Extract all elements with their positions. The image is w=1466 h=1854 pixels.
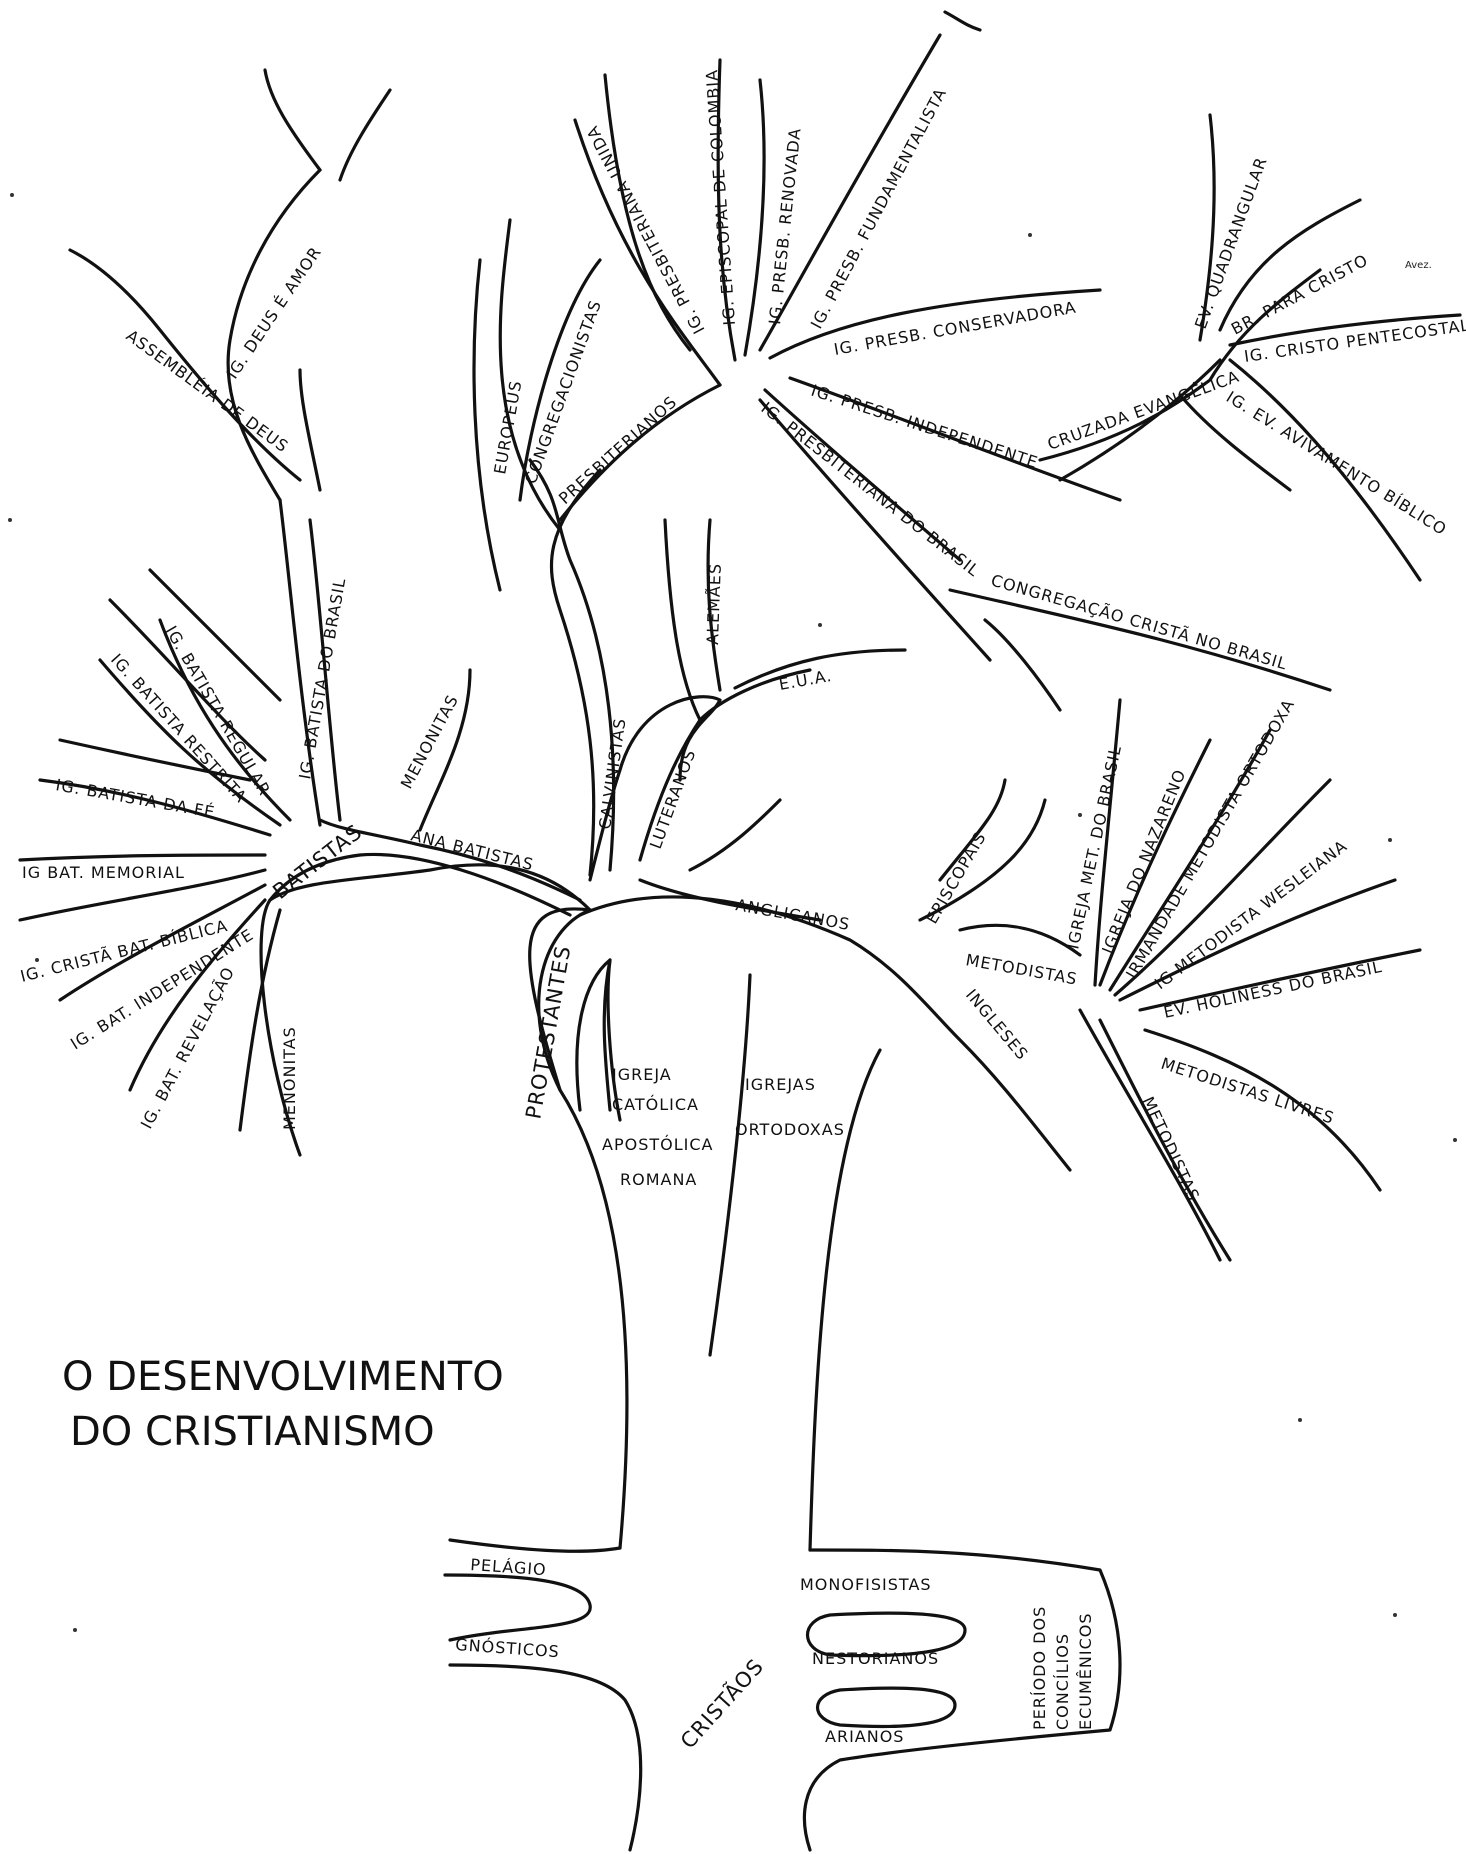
- label-anabatistas: ANA BATISTAS: [409, 825, 536, 874]
- title-line1: O DESENVOLVIMENTO: [62, 1354, 504, 1400]
- label-catholic-2: CATÓLICA: [612, 1095, 699, 1114]
- label-cruzada: CRUZADA EVANGÉLICA: [1045, 367, 1242, 454]
- label-monofisistas: MONOFISISTAS: [800, 1575, 932, 1594]
- label-arianos: ARIANOS: [825, 1727, 904, 1746]
- label-bat-2: IG. BATISTA DA FÉ: [54, 775, 216, 822]
- label-assembleia: ASSEMBLÉIA DE DEUS: [123, 326, 293, 456]
- label-periodo-3: ECUMÊNICOS: [1076, 1612, 1095, 1730]
- label-presb-3: IG. PRESB. FUNDAMENTALISTA: [807, 85, 951, 332]
- label-periodo-2: CONCÍLIOS: [1053, 1633, 1072, 1730]
- label-orthodox-1: IGREJAS: [745, 1075, 816, 1094]
- label-metodistas: METODISTAS: [964, 950, 1079, 988]
- label-presb-4: IG. PRESB. CONSERVADORA: [832, 298, 1077, 359]
- label-batista-brasil: IG. BATISTA DO BRASIL: [295, 576, 349, 781]
- label-menonitas-low: MENONITAS: [280, 1026, 299, 1130]
- luteranos-lines: [640, 520, 905, 870]
- label-catholic-4: ROMANA: [620, 1170, 697, 1189]
- label-catholic-1: IGREJA: [612, 1065, 672, 1084]
- label-episcopais: EPISCOPAIS: [922, 828, 990, 927]
- label-presb-1: IG. EPISCOPAL DE COLOMBIA: [702, 68, 739, 326]
- label-batistas: BATISTAS: [268, 820, 367, 904]
- label-bat-3: IG BAT. MEMORIAL: [22, 863, 185, 882]
- label-eua: E.U.A.: [777, 666, 833, 694]
- label-menonitas-top: MENONITAS: [397, 691, 463, 792]
- signature: Avez.: [1405, 260, 1432, 271]
- label-anglicanos: ANGLICANOS: [734, 895, 851, 934]
- label-periodo-1: PERÍODO DOS: [1030, 1606, 1049, 1730]
- label-congregacao: CONGREGAÇÃO CRISTÃ NO BRASIL: [989, 571, 1290, 674]
- label-luteranos: LUTERANOS: [646, 746, 700, 851]
- label-alemaes: ALEMÃES: [703, 563, 725, 646]
- label-nestorianos: NESTORIANOS: [812, 1649, 939, 1668]
- label-gnosticos: GNÓSTICOS: [455, 1635, 561, 1661]
- label-cristaos: CRISTÃOS: [674, 1653, 768, 1754]
- label-met-5: METODISTAS LIVRES: [1159, 1054, 1337, 1128]
- label-deus-amor: IG. DEUS É AMOR: [223, 243, 326, 382]
- label-met-6: METODISTAS: [1138, 1094, 1203, 1205]
- label-presbiterianos: PRESBITERIANOS: [555, 392, 681, 508]
- label-catholic-3: APOSTÓLICA: [602, 1135, 713, 1154]
- label-presb-2: IG. PRESB. RENOVADA: [765, 127, 805, 326]
- label-orthodox-2: ORTODOXAS: [735, 1120, 845, 1139]
- batistas-lines: [20, 70, 580, 1130]
- label-calvinistas: CALVINISTAS: [595, 717, 629, 831]
- title-line2: DO CRISTIANISMO: [70, 1409, 435, 1455]
